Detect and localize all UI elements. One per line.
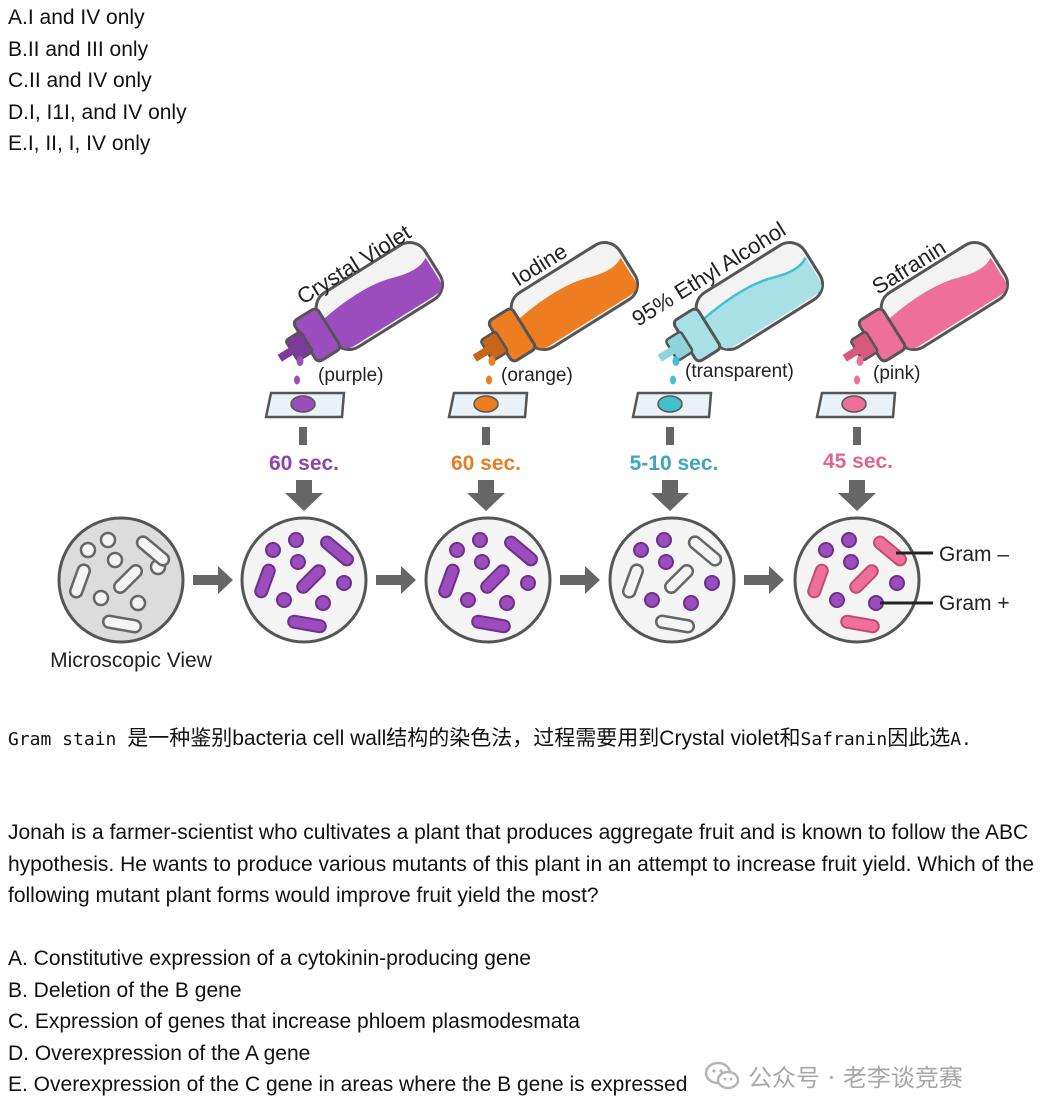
option-b: B. Deletion of the B gene bbox=[8, 978, 242, 1002]
note-text: 结构的染色法，过程需要用到 bbox=[386, 727, 660, 750]
slide bbox=[447, 391, 529, 419]
stain-step-crystal-violet: Crystal Violet (purple) 60 sec. bbox=[264, 220, 445, 511]
slide bbox=[815, 391, 897, 419]
drop bbox=[488, 356, 496, 366]
option-a: A.I and IV only bbox=[8, 6, 145, 29]
answer-options-top: A.I and IV only B.II and III only C.II a… bbox=[8, 2, 187, 160]
drop bbox=[294, 375, 300, 385]
note-text: 和 bbox=[779, 727, 801, 750]
microscopic-view-unstained: Microscopic View bbox=[50, 516, 213, 672]
drop bbox=[672, 356, 680, 366]
stain-step-iodine: Iodine (orange) 60 sec. bbox=[447, 238, 640, 511]
time-label: 60 sec. bbox=[451, 452, 521, 475]
drop bbox=[854, 375, 860, 385]
microscopic-view-step-1 bbox=[240, 516, 368, 644]
drop bbox=[856, 356, 864, 366]
question-text: Jonah is a farmer-scientist who cultivat… bbox=[8, 821, 1035, 907]
option-d: D. Overexpression of the A gene bbox=[8, 1041, 311, 1065]
gram-stain-figure: Crystal Violet (purple) 60 sec. Iodine (… bbox=[50, 217, 1010, 672]
slide bbox=[631, 391, 713, 419]
option-c: C. Expression of genes that increase phl… bbox=[8, 1010, 580, 1033]
stain-color-label: (pink) bbox=[873, 363, 921, 384]
wechat-icon bbox=[704, 1061, 740, 1089]
drop bbox=[486, 375, 492, 385]
stain-color-label: (orange) bbox=[501, 365, 573, 386]
note-text: 因此选 bbox=[887, 727, 951, 750]
microscopic-view-step-4: Gram – Gram + bbox=[793, 516, 1010, 644]
microscopic-view-step-3 bbox=[608, 516, 736, 644]
drop bbox=[296, 356, 304, 366]
option-a: A. Constitutive expression of a cytokini… bbox=[8, 947, 531, 970]
explanation-note: Gram stain 是一种鉴别bacteria cell wall结构的染色法… bbox=[8, 723, 1038, 756]
note-text: 是一种鉴别 bbox=[127, 727, 233, 750]
option-e: E. Overexpression of the C gene in areas… bbox=[8, 1073, 688, 1096]
note-text: bacteria cell wall bbox=[232, 727, 387, 750]
answer-options-bottom: A. Constitutive expression of a cytokini… bbox=[8, 943, 687, 1101]
time-label: 60 sec. bbox=[269, 452, 339, 475]
time-label: 45 sec. bbox=[823, 450, 893, 473]
gram-negative-label: Gram – bbox=[939, 543, 1009, 566]
slide bbox=[264, 391, 346, 419]
option-d: D.I, I1I, and IV only bbox=[8, 100, 187, 124]
stain-color-label: (purple) bbox=[318, 365, 383, 386]
note-text: A. bbox=[950, 729, 972, 750]
option-e: E.I, II, I, IV only bbox=[8, 132, 151, 155]
microscopic-view-step-2 bbox=[424, 516, 552, 644]
option-c: C.II and IV only bbox=[8, 69, 152, 92]
watermark-text: 公众号 · 老李谈竞赛 bbox=[748, 1064, 963, 1092]
option-b: B.II and III only bbox=[8, 37, 149, 61]
stain-step-ethyl-alcohol: 95% Ethyl Alcohol (transparent) 5-10 sec… bbox=[627, 217, 825, 511]
note-text: Safranin bbox=[800, 729, 888, 750]
note-text: Gram stain bbox=[8, 729, 128, 750]
drop bbox=[670, 375, 676, 385]
note-text: Crystal violet bbox=[659, 727, 780, 750]
time-label: 5-10 sec. bbox=[630, 452, 719, 475]
stain-color-label: (transparent) bbox=[685, 361, 794, 382]
watermark: 公众号 · 老李谈竞赛 bbox=[704, 1058, 963, 1093]
microscopic-view-label: Microscopic View bbox=[50, 649, 213, 672]
stain-step-safranin: Safranin (pink) 45 sec. bbox=[815, 235, 1010, 511]
gram-positive-label: Gram + bbox=[939, 592, 1010, 615]
